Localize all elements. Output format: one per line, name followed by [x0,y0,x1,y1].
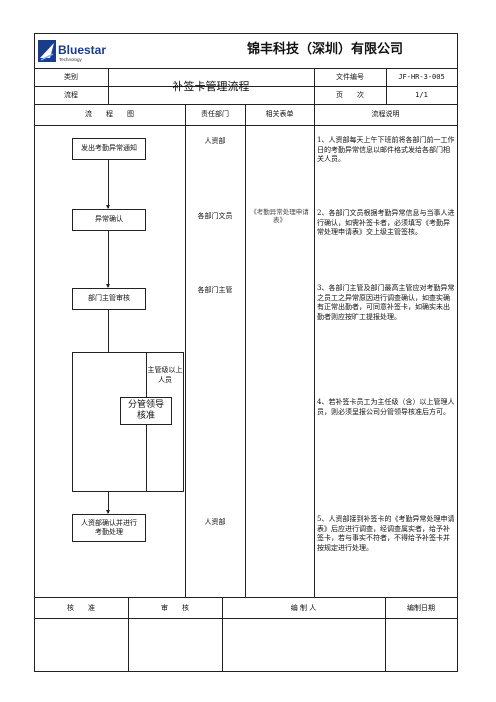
flow-branch-line [183,352,184,492]
flow-step-notify: 发出考勤异常通知 [72,138,146,160]
flow-step-leader-approve-line1: 分管领导 [127,400,164,410]
page-label: 页 次 [336,91,364,99]
flow-arrow [106,160,110,209]
footer-date: 编制日期 [407,604,435,612]
flow-step-hr-process-line1: 人资部确认并进行 [81,518,137,527]
dept-3: 各部门主管 [197,286,233,294]
footer-author: 编 制 人 [290,604,317,612]
flow-step-leader-approve-line2: 核准 [136,411,155,421]
dept-4: 人资部 [204,518,226,526]
flow-step-hr-process-line2: 考勤处理 [95,528,123,536]
dept-2: 各部门文员 [197,212,233,220]
desc-2: 2、各部门文员根据考勤异常信息与当事人进行确认，如需补签卡者，必须填写《考勤异常… [317,209,455,236]
doc-title: 补签卡管理流程 [172,80,250,93]
doc-no-label: 文件编号 [336,73,364,81]
footer-approve: 核 准 [67,604,95,612]
flow-step-confirm: 异常确认 [72,209,146,231]
desc-5: 5、人资部接到补签卡的《考勤异常处理申请表》后应进行调查，经调查属实者，给予补签… [317,515,455,552]
flow-branch-line [72,352,73,492]
flow-step-manager-review-label: 部门主管审核 [88,294,130,303]
col-desc: 流程说明 [371,110,400,118]
flow-step-notify-label: 发出考勤异常通知 [81,144,137,153]
brand-sub: Technology [59,57,82,62]
doc-no-value: JF-HR-3-005 [398,73,445,81]
desc-3: 3、各部门主管及部门最高主管应对考勤异常之员工之异常原因进行调查确认，如查实确有… [317,284,455,321]
company-name: 锦丰科技（深圳）有限公司 [247,42,404,57]
flow-branch-line [146,352,147,397]
process-label: 流程 [64,91,78,99]
flow-arrow [106,231,110,288]
flow-branch-line [108,310,109,352]
col-flowchart: 流 程 图 [85,110,134,118]
type-label: 类别 [64,73,78,81]
flow-step-leader-approve: 分管领导 核准 [120,397,172,425]
footer-review: 审 核 [161,604,189,612]
company-logo: Bluestar Technology [38,38,107,66]
flow-step-manager-review: 部门主管审核 [72,288,146,310]
flow-condition-label: 主管级以上人员 [147,366,183,384]
dept-1: 人资部 [204,137,226,145]
flow-arrow [106,491,110,514]
desc-4: 4、若补签卡员工为主任级（含）以上管理人员，则必须呈报公司分管领导核准后方可。 [317,398,455,416]
related-form: 《考勤异常处理申请表》 [250,208,309,224]
flow-step-confirm-label: 异常确认 [95,215,123,224]
brand-name: Bluestar [58,43,107,57]
flow-branch-line [72,352,183,353]
col-dept: 责任部门 [201,110,229,118]
flow-step-hr-process: 人资部确认并进行 考勤处理 [72,514,146,542]
col-form: 相关表单 [265,110,294,118]
flow-branch-line [146,425,147,492]
flow-branch-line [72,491,183,492]
desc-1: 1、人资部每天上午下班前将各部门前一工作日的考勤异常信息以邮件格式发给各部门相关… [317,136,455,163]
page-value: 1/1 [415,91,428,99]
